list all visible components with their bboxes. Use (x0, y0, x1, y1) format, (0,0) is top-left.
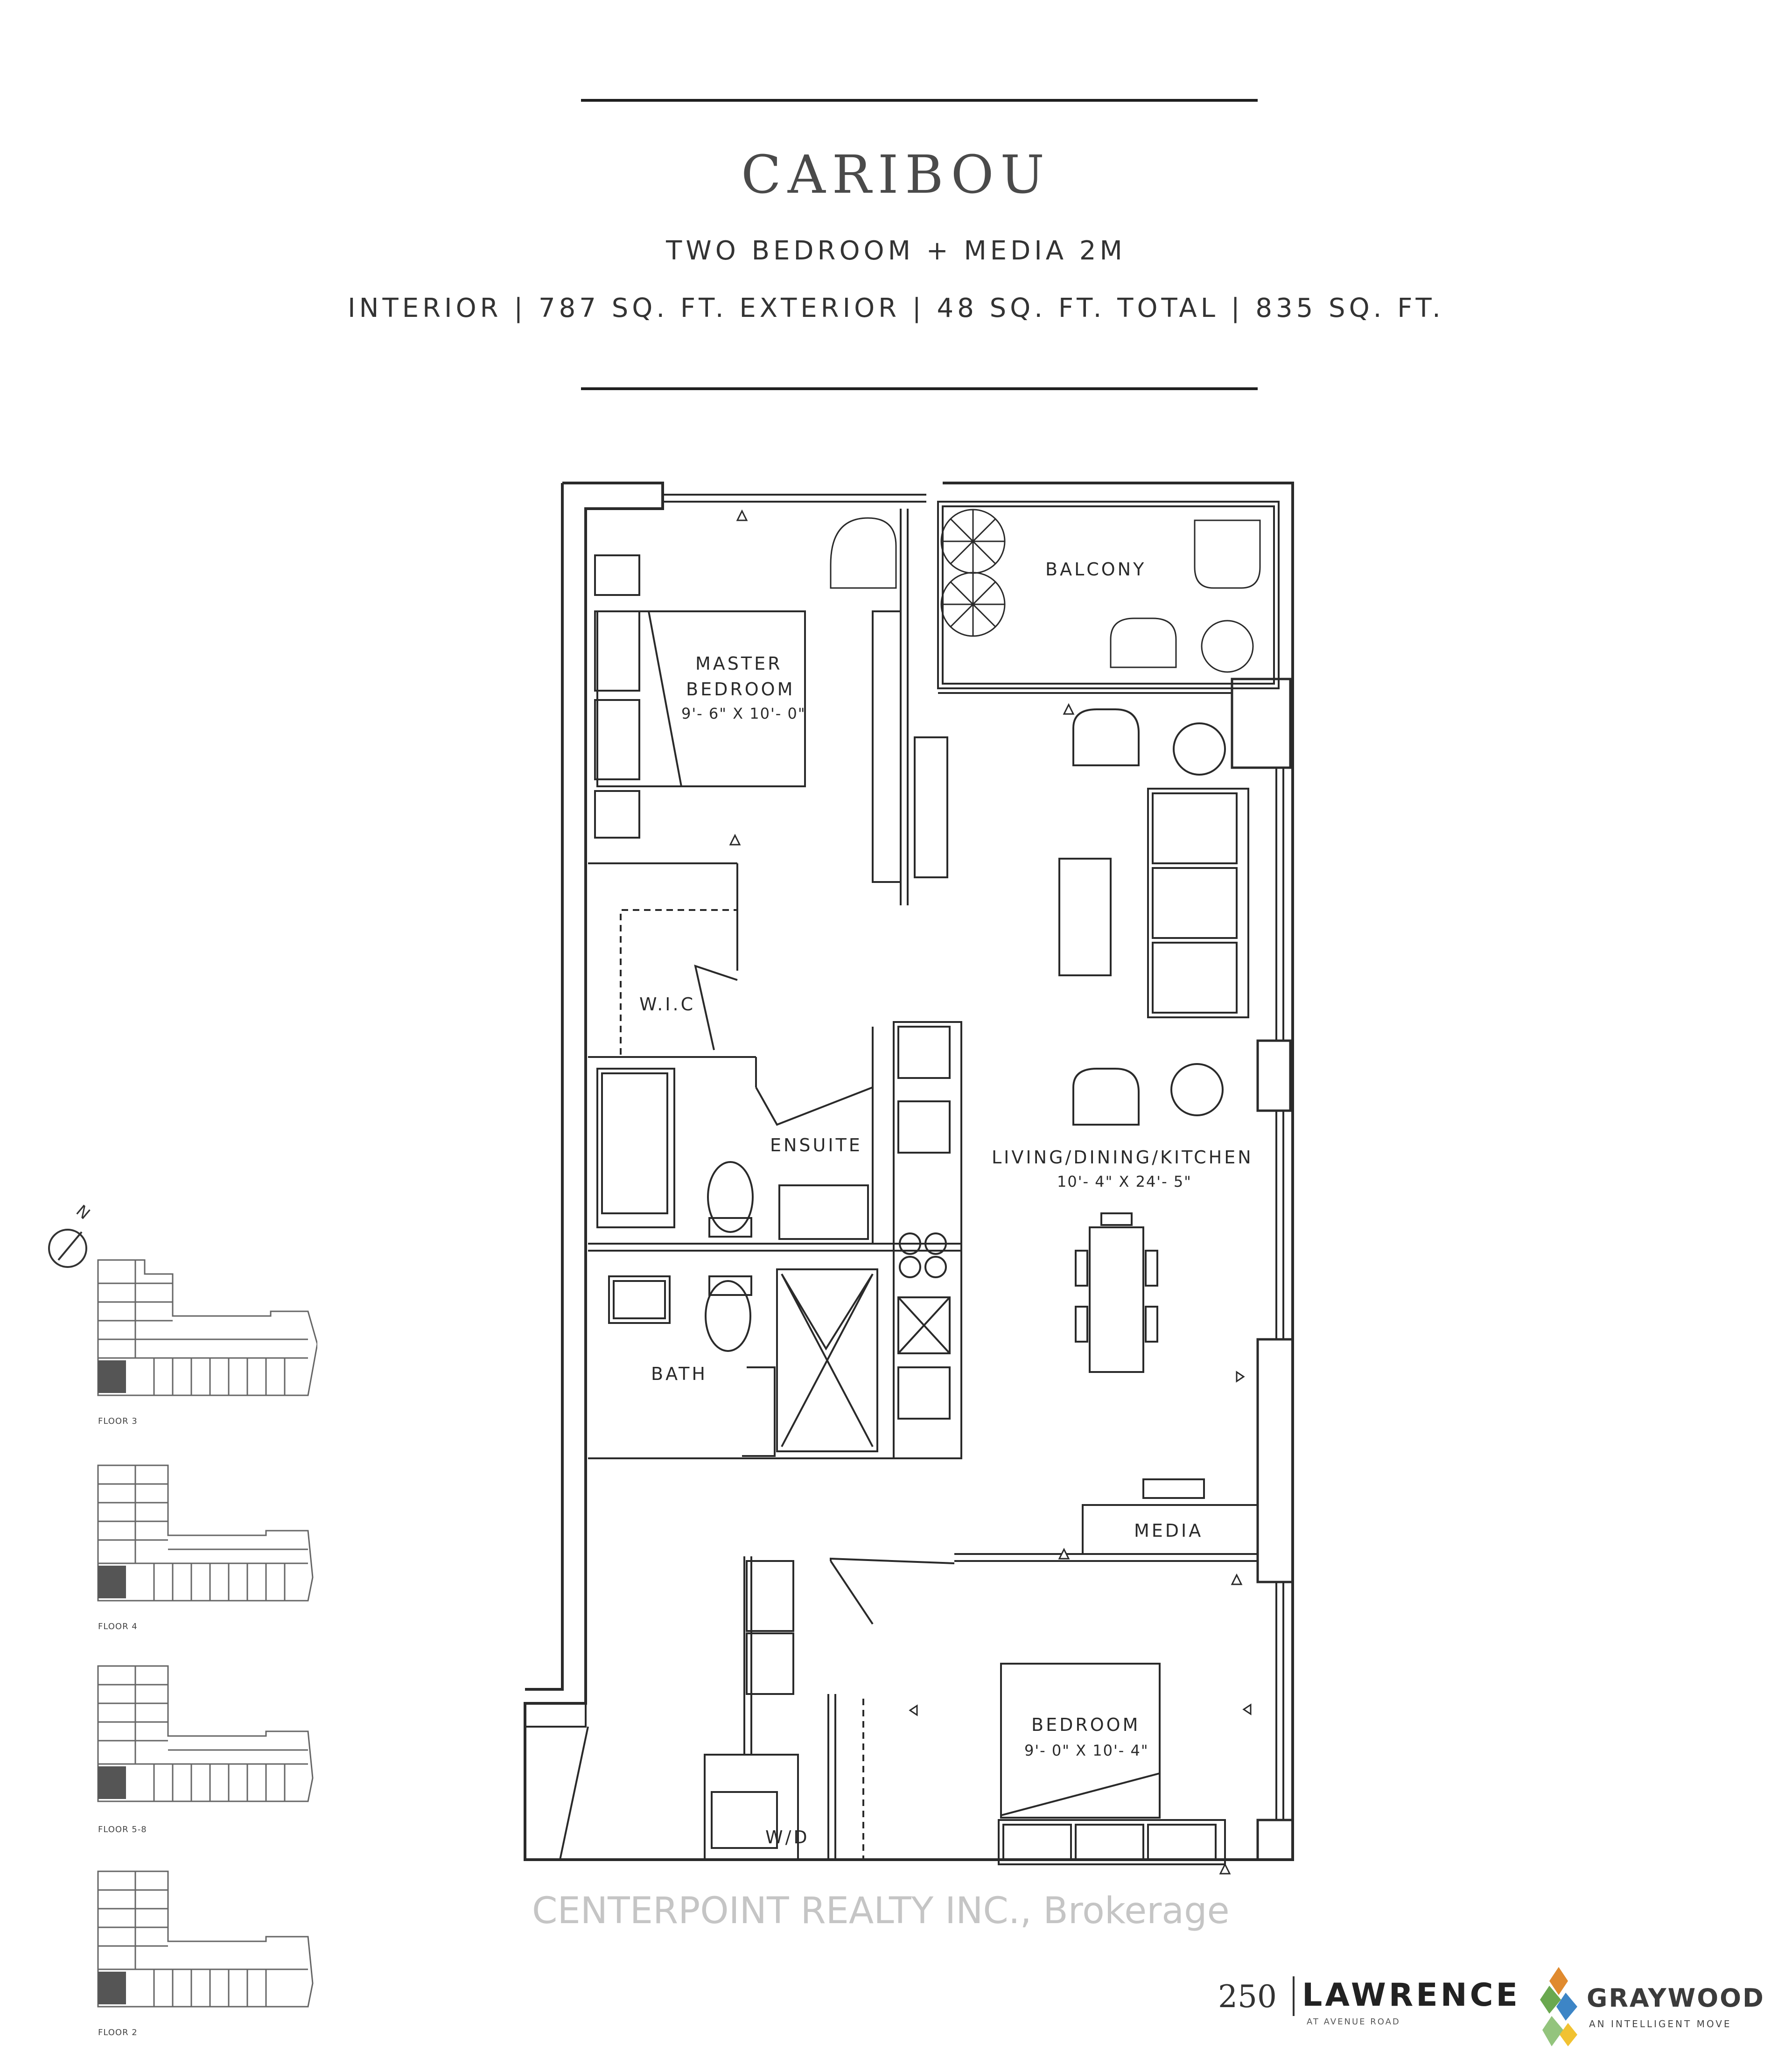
balcony-label: BALCONY (1045, 559, 1147, 580)
key-plan-floor-5-8-label: FLOOR 5-8 (98, 1825, 147, 1834)
living-dims: 10'- 4" X 24'- 5" (1057, 1173, 1192, 1190)
graywood-name: GRAYWOOD (1587, 1983, 1765, 2013)
key-plan-floor-2 (97, 1870, 314, 2008)
ensuite-label: ENSUITE (770, 1135, 862, 1155)
graywood-tagline: AN INTELLIGENT MOVE (1589, 2018, 1732, 2030)
bath-label: BATH (651, 1364, 707, 1384)
unit-type: TWO BEDROOM + MEDIA 2M (666, 236, 1126, 266)
north-compass-icon (48, 1229, 87, 1268)
unit-area: INTERIOR | 787 SQ. FT. EXTERIOR | 48 SQ.… (348, 293, 1444, 323)
top-rule (581, 99, 1258, 102)
unit-name: CARIBOU (741, 145, 1051, 205)
key-plan-floor-2-label: FLOOR 2 (98, 2028, 138, 2037)
media-label: MEDIA (1134, 1520, 1204, 1541)
watermark: CENTERPOINT REALTY INC., Brokerage (532, 1890, 1230, 1932)
master-bedroom-label-line2: BEDROOM (686, 679, 795, 700)
bottom-rule (581, 387, 1258, 390)
brand-project: LAWRENCE (1302, 1977, 1520, 2014)
wd-label: W/D (765, 1827, 810, 1848)
key-plan-floor-4 (97, 1464, 314, 1602)
key-plan-floor-3-label: FLOOR 3 (98, 1416, 138, 1426)
key-plan-floor-5-8 (97, 1665, 314, 1802)
key-plan-floor-4-label: FLOOR 4 (98, 1622, 138, 1631)
master-bedroom-label-line1: MASTER (695, 653, 783, 674)
bedroom-label: BEDROOM (1031, 1715, 1141, 1735)
master-bedroom-dims: 9'- 6" X 10'- 0" (681, 705, 806, 722)
key-plan-floor-3 (97, 1259, 317, 1396)
floor-plan (524, 482, 1294, 1875)
wic-label: W.I.C (639, 994, 696, 1015)
living-label: LIVING/DINING/KITCHEN (992, 1147, 1253, 1168)
bedroom-dims: 9'- 0" X 10'- 4" (1024, 1742, 1149, 1759)
graywood-logo-icon (1540, 1967, 1577, 2046)
brand-divider (1293, 1976, 1295, 2016)
brand-number: 250 (1218, 1979, 1277, 2015)
brand-project-sub: AT AVENUE ROAD (1307, 2017, 1400, 2027)
